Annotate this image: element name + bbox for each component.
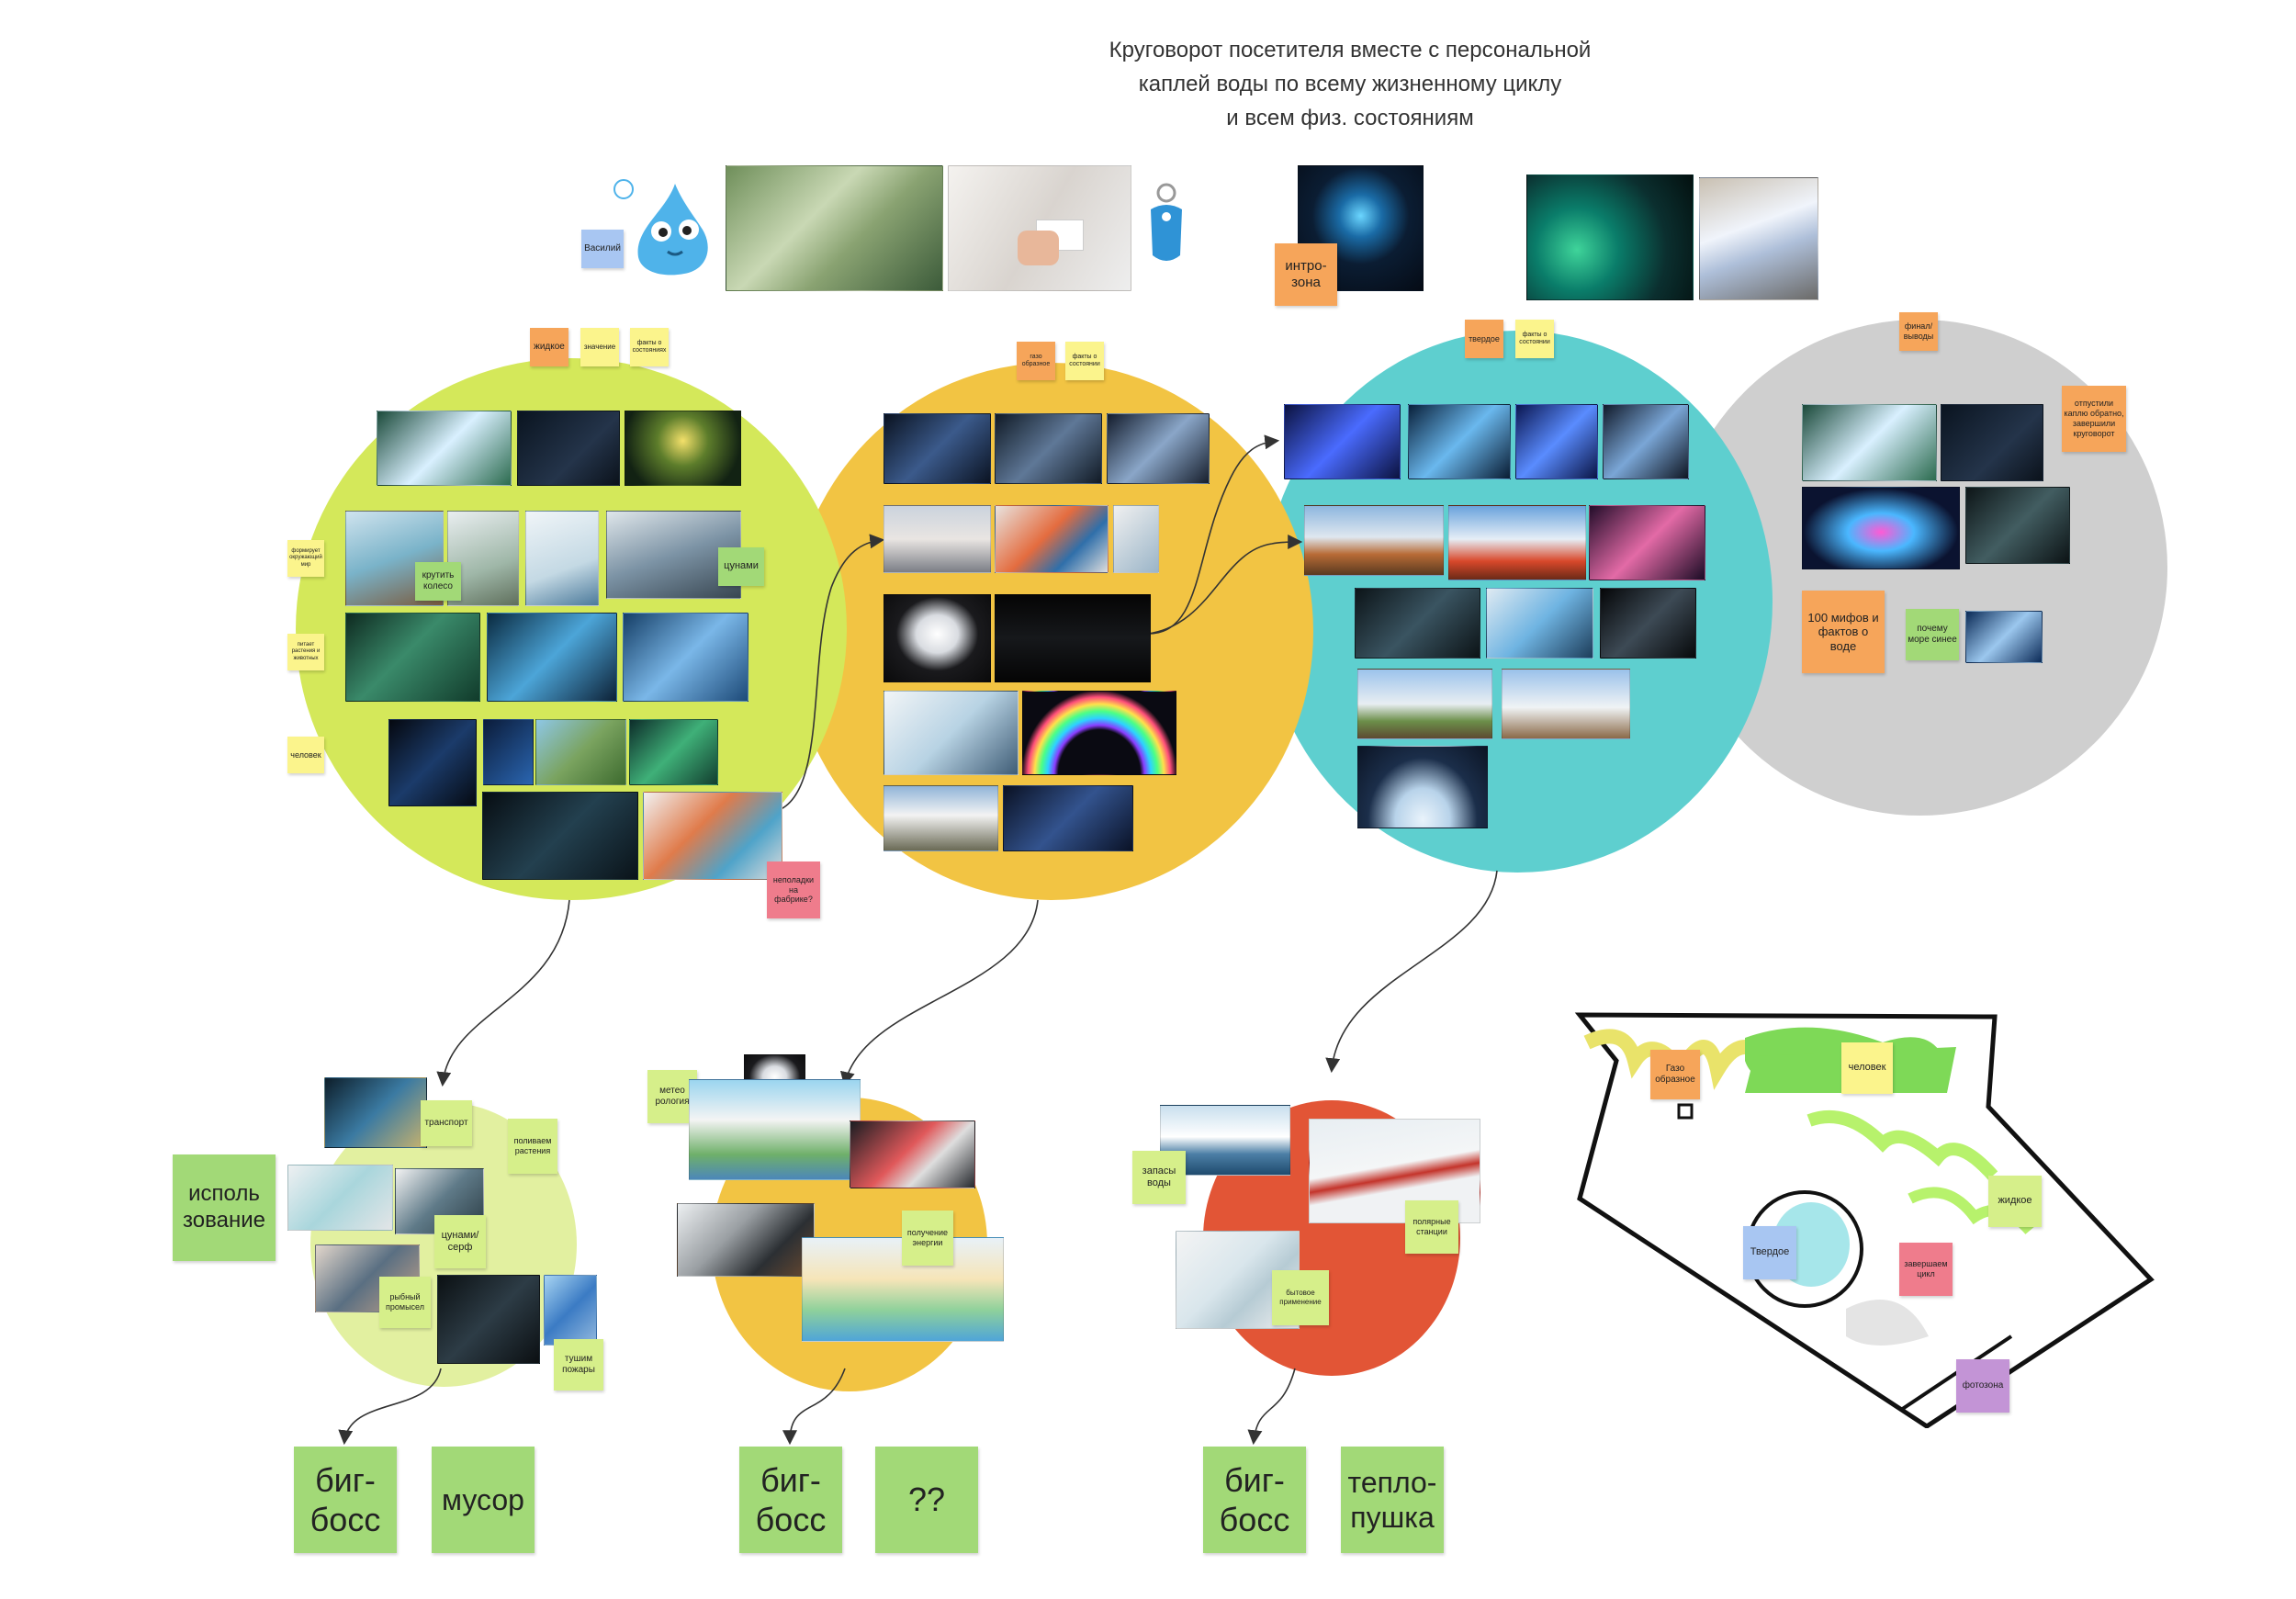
sticky-factory-problems[interactable]: неполадки на фабрике? [767,861,820,918]
photo-gas-8 [1003,785,1133,851]
photo-final-2 [1941,404,2043,481]
photo-exhibition-hall [726,165,943,291]
plan-gaseous[interactable]: Газо образное [1650,1050,1700,1099]
tag-final[interactable]: финал/ выводы [1899,312,1938,351]
photo-gas-geyser [884,785,998,851]
photo-card-reader [948,165,1131,291]
photo-sub-liquid-water [437,1275,540,1364]
sticky-usage[interactable]: исполь зование [173,1154,276,1261]
sticky-100-myths[interactable]: 100 мифов и фактов о воде [1802,591,1885,673]
key-fob-icon [1143,182,1189,269]
sticky-vasily[interactable]: Василий [581,230,624,268]
note-forms-world[interactable]: формирует окружающий мир [287,540,324,577]
photo-solid-5 [1589,505,1705,580]
photo-gas-5 [995,505,1109,573]
photo-solid-4 [1603,404,1689,479]
photo-gas-6 [1113,505,1159,573]
plan-liquid[interactable]: жидкое [1988,1176,2042,1227]
photo-solid-7 [1486,588,1593,659]
sticky-tsunami-surf[interactable]: цунами/ серф [434,1215,486,1268]
sticky-firefighting[interactable]: тушим пожары [554,1339,603,1391]
photo-final-1 [1802,404,1937,481]
photo-gas-rainbow [1022,691,1176,775]
photo-sub-gas-infographic [689,1079,861,1180]
photo-gas-rain [995,594,1151,682]
photo-liquid-1 [377,411,512,486]
photo-solid-igloo [1357,746,1488,828]
note-feeds-plants[interactable]: питает растения и животных [287,634,324,670]
sticky-why-sea-blue[interactable]: почему море синее [1906,609,1959,660]
sticky-water-reserves[interactable]: запасы воды [1132,1151,1186,1204]
photo-final-3 [1802,487,1960,569]
photo-liquid-10 [623,613,748,702]
tag-state-facts-gas[interactable]: факты о состоянии [1065,342,1104,380]
sticky-household-use[interactable]: бытовое применение [1272,1270,1329,1325]
sticky-watering[interactable]: поливаем растения [508,1119,557,1174]
tag-state-facts-solid[interactable]: факты о состоянии [1515,320,1554,358]
photo-gas-cloud [884,594,991,682]
photo-final-5 [1965,611,2043,663]
photo-gas-4 [884,505,991,573]
photo-gas-3 [1107,413,1210,484]
photo-liquid-11 [388,719,477,806]
photo-liquid-2 [517,411,620,486]
tag-liquid[interactable]: жидкое [530,328,568,366]
photo-solid-1 [1284,404,1401,479]
photo-sub-gas-2 [850,1120,975,1188]
photo-solid-volcano [1304,505,1444,576]
photo-liquid-16 [643,792,782,880]
sticky-big-boss-1[interactable]: биг- босс [294,1447,397,1553]
sticky-intro-zone[interactable]: интро- зона [1275,243,1337,306]
sticky-tsunami[interactable]: цунами [718,547,764,586]
tag-state-facts-liquid[interactable]: факты о состояниях [630,328,669,366]
droplet-mascot-icon [611,175,721,280]
tag-solid[interactable]: твердое [1465,320,1503,358]
photo-sub-liquid-2 [287,1165,393,1231]
photo-gas-2 [995,413,1102,484]
photo-sub-liquid-5 [544,1275,597,1346]
plan-photozone[interactable]: фотозона [1956,1359,2009,1413]
sticky-turn-wheel[interactable]: крутить колесо [415,562,461,601]
tag-gaseous[interactable]: газо образное [1017,342,1055,380]
photo-gas-1 [884,413,991,484]
photo-liquid-13 [535,719,626,785]
photo-solid-minecraft-2 [1502,669,1630,739]
photo-liquid-3 [625,411,741,486]
photo-liquid-9 [487,613,617,702]
photo-solid-6 [1355,588,1480,659]
photo-gas-7 [884,691,1019,775]
sticky-transport[interactable]: транспорт [421,1100,472,1146]
photo-liquid-6 [525,511,599,606]
plan-human[interactable]: человек [1841,1042,1893,1094]
photo-liquid-12 [483,719,534,785]
photo-sub-gas-train [677,1203,815,1277]
sticky-garbage[interactable]: мусор [432,1447,535,1553]
note-human[interactable]: человек [287,737,324,773]
photo-liquid-15 [482,792,638,880]
sticky-question[interactable]: ?? [875,1447,978,1553]
plan-finish-cycle[interactable]: завершаем цикл [1899,1243,1953,1296]
photo-ice-installation [1699,177,1818,300]
sticky-polar-stations[interactable]: полярные станции [1405,1200,1458,1254]
plan-solid[interactable]: Твердое [1743,1226,1796,1279]
photo-final-4 [1965,487,2070,564]
sticky-heat-gun[interactable]: тепло- пушка [1341,1447,1444,1553]
photo-liquid-8 [345,613,480,702]
tag-meaning[interactable]: значение [580,328,619,366]
sticky-big-boss-3[interactable]: биг- босс [1203,1447,1306,1553]
photo-solid-minecraft-1 [1357,669,1492,739]
photo-solid-fuji [1448,505,1586,580]
photo-solid-3 [1515,404,1598,479]
photo-green-balloons [1526,175,1694,300]
sticky-released-drop[interactable]: отпустили каплю обратно, завершили круго… [2062,386,2126,452]
sticky-big-boss-2[interactable]: биг- босс [739,1447,842,1553]
sticky-fishing[interactable]: рыбный промысел [379,1277,431,1328]
photo-solid-8 [1600,588,1696,659]
photo-liquid-14 [629,719,718,785]
sticky-energy[interactable]: получение энергии [902,1211,953,1266]
photo-solid-2 [1408,404,1511,479]
photo-sub-liquid-1 [324,1077,427,1148]
